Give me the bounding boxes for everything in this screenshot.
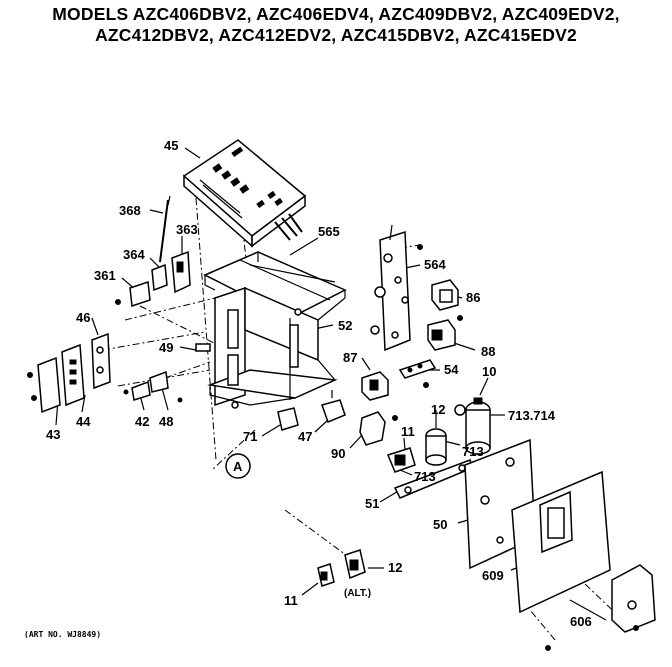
switch-87 (361, 371, 389, 401)
callout-368: 368 (119, 203, 141, 218)
callout-713-lower: 713 (414, 469, 436, 484)
plate-44 (61, 343, 85, 407)
overload-90 (359, 411, 398, 446)
screw-49 (195, 343, 211, 352)
alt-note: (ALT.) (344, 588, 371, 599)
callout-713-714: 713.714 (508, 408, 556, 423)
callout-11-alt: 11 (284, 593, 298, 608)
callout-54: 54 (444, 362, 459, 377)
callout-42: 42 (135, 414, 149, 429)
rear-panel-609 (511, 470, 611, 651)
callout-364: 364 (123, 247, 145, 262)
callout-46: 46 (76, 310, 90, 325)
callout-86: 86 (466, 290, 480, 305)
plate-43 (27, 356, 61, 414)
capacitor-12 (425, 428, 447, 466)
callout-564: 564 (424, 257, 446, 272)
connector-71 (277, 407, 299, 431)
callout-a: A (233, 459, 243, 474)
callout-713-upper: 713 (462, 444, 484, 459)
callout-43: 43 (46, 427, 60, 442)
callout-606: 606 (570, 614, 592, 629)
bracket-361 (115, 280, 151, 308)
models-title-line-2: AZC412DBV2, AZC412EDV2, AZC415DBV2, AZC4… (95, 25, 577, 45)
switch-11-alt (317, 563, 335, 587)
callout-11: 11 (401, 424, 415, 439)
callout-50: 50 (433, 517, 447, 532)
callout-565: 565 (318, 224, 340, 239)
switch-12-alt (344, 549, 366, 580)
chassis-frame (203, 251, 347, 409)
callout-51: 51 (365, 496, 379, 511)
terminal-54 (398, 359, 437, 388)
art-number: (ART NO. WJ8849) (24, 630, 101, 639)
control-panel-45 (182, 139, 307, 248)
clip-48 (149, 370, 183, 403)
relay-86 (431, 279, 463, 321)
relay-88 (427, 319, 456, 351)
callout-12-alt: 12 (388, 560, 402, 575)
rod-368 (159, 195, 171, 263)
knob-364 (151, 263, 168, 292)
callout-10: 10 (482, 364, 496, 379)
capacitor-bracket-11 (386, 447, 416, 473)
strap-51 (393, 459, 473, 499)
callout-12: 12 (431, 402, 445, 417)
models-title-line-1: MODELS AZC406DBV2, AZC406EDV4, AZC409DBV… (52, 4, 620, 24)
callout-71: 71 (243, 429, 257, 444)
callout-labels: 45 368 364 363 361 565 564 86 46 52 49 8… (24, 138, 592, 639)
callout-88: 88 (481, 344, 495, 359)
callout-47: 47 (298, 429, 312, 444)
cover-606 (611, 564, 656, 633)
callout-363: 363 (176, 222, 198, 237)
capacitor-10 (454, 397, 491, 455)
bracket-47 (321, 390, 346, 423)
callout-48: 48 (159, 414, 173, 429)
reference-circle-a (225, 453, 251, 479)
callout-49: 49 (159, 340, 173, 355)
callout-90: 90 (331, 446, 345, 461)
callout-87: 87 (343, 350, 357, 365)
bracket-564 (370, 224, 423, 352)
switch-363 (171, 250, 191, 294)
callout-52: 52 (338, 318, 352, 333)
callout-609: 609 (482, 568, 504, 583)
callout-45: 45 (164, 138, 178, 153)
callout-44: 44 (76, 414, 91, 429)
bracket-46 (91, 332, 111, 390)
callout-361: 361 (94, 268, 116, 283)
clip-42 (123, 380, 151, 401)
